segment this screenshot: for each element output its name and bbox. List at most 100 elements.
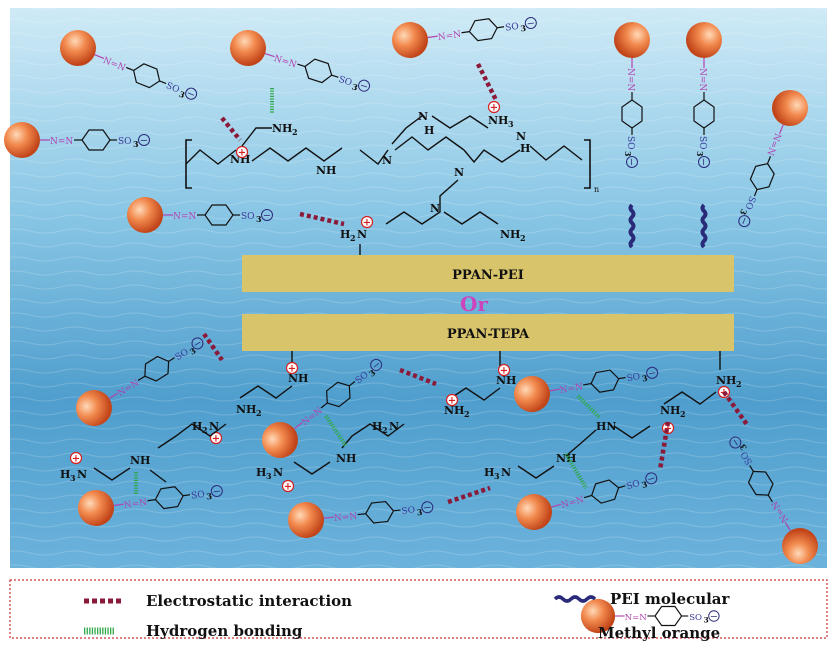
- subscript: 3: [178, 89, 187, 101]
- bond-line: [431, 115, 489, 129]
- charge-ring: [69, 451, 83, 465]
- bond-line: [427, 35, 438, 39]
- chem-label: N: [357, 228, 367, 241]
- charge-sign: +: [363, 218, 371, 229]
- negative-charge: −: [524, 17, 537, 30]
- bond-line: [551, 503, 562, 508]
- subscript: 2: [202, 425, 208, 435]
- sulfonate-label: SO: [625, 479, 641, 492]
- negative-charge: −: [626, 156, 638, 168]
- bond-line: [108, 392, 119, 399]
- subscript: 3: [133, 139, 139, 149]
- bond-line: [94, 54, 105, 60]
- methyl-orange-ball: [772, 90, 808, 126]
- bond-line: [753, 189, 758, 197]
- subscript: 3: [703, 616, 708, 625]
- chem-label: N: [516, 130, 526, 143]
- charge-sign: +: [448, 396, 456, 407]
- charge-sign: −: [423, 502, 432, 514]
- bond-line: [341, 423, 405, 449]
- sulfonate-label: SO: [505, 22, 520, 34]
- subscript: 3: [640, 479, 649, 490]
- negative-charge: −: [421, 501, 434, 514]
- charge-ring: [445, 393, 459, 407]
- negative-charge: −: [261, 209, 273, 222]
- charge-ring: [358, 79, 371, 92]
- charge-sign: −: [140, 136, 148, 147]
- chem-label: HN: [596, 420, 616, 433]
- charge-ring: [281, 479, 295, 493]
- bond-line: [613, 425, 651, 439]
- legend-hbond-label: Hydrogen bonding: [146, 622, 303, 640]
- legend-mo-label: Methyl orange: [598, 624, 720, 641]
- bond-line: [183, 494, 191, 497]
- bond-line: [447, 387, 501, 401]
- methyl-orange-ball: [60, 29, 96, 66]
- chem-label: NH: [236, 403, 256, 416]
- bond-line: [251, 147, 343, 162]
- pei-molecular-chain: [628, 203, 636, 249]
- bond-line: [766, 155, 772, 164]
- benzene-ring: [468, 18, 498, 42]
- bond-line: [778, 124, 784, 135]
- bond-line: [125, 66, 134, 72]
- electrostatic-interaction: [202, 332, 224, 362]
- chem-label: H: [340, 228, 350, 241]
- chem-label: NH: [316, 164, 336, 177]
- charge-sign: +: [238, 148, 246, 159]
- negative-charge: −: [645, 472, 658, 486]
- charge-sign: +: [284, 482, 292, 493]
- subscript: 2: [382, 425, 388, 435]
- bond-line: [147, 499, 156, 502]
- negative-charge: −: [210, 485, 223, 498]
- bond-line: [784, 521, 791, 532]
- subscript: 3: [737, 442, 749, 452]
- sulfonate-label: SO: [401, 506, 416, 517]
- legend-box: [9, 579, 828, 639]
- charge-sign: −: [698, 158, 709, 166]
- chem-label: NH: [288, 372, 308, 385]
- bond-line: [323, 516, 334, 519]
- electrostatic-interaction: [447, 485, 491, 505]
- bond-line: [663, 391, 717, 405]
- chem-label: N: [430, 202, 440, 215]
- positive-charge: +: [360, 215, 374, 229]
- bond-line: [293, 461, 331, 475]
- chem-label: NH: [336, 452, 356, 465]
- positive-charge: +: [281, 479, 295, 493]
- subscript: 3: [266, 471, 272, 481]
- methyl-orange-ball: [78, 490, 114, 526]
- charge-ring: [209, 431, 223, 445]
- bond-line: [264, 52, 275, 58]
- chem-label: H: [424, 124, 434, 137]
- subscript: 2: [350, 233, 356, 243]
- bond-line: [583, 382, 592, 386]
- methyl-orange-ball: [686, 22, 722, 58]
- ppan-pei-label: PPAN-PEI: [452, 268, 524, 283]
- bond-line: [583, 494, 592, 499]
- bond-line: [293, 422, 303, 430]
- bond-line: [497, 26, 505, 29]
- methyl-orange-ball: [76, 390, 112, 426]
- azo-group-label: N=N: [50, 137, 73, 147]
- bond-line: [385, 179, 459, 225]
- azo-group-label: N=N: [437, 30, 462, 43]
- charge-sign: −: [185, 88, 197, 101]
- charge-sign: −: [526, 18, 536, 30]
- bond-line: [394, 136, 465, 151]
- bond-line: [529, 145, 583, 161]
- positive-charge: +: [445, 393, 459, 407]
- chem-label: NH: [500, 228, 520, 241]
- chem-label: N: [454, 166, 464, 179]
- subscript: 2: [520, 233, 526, 243]
- positive-charge: +: [487, 100, 501, 114]
- ppan-pei-bar: [242, 255, 734, 292]
